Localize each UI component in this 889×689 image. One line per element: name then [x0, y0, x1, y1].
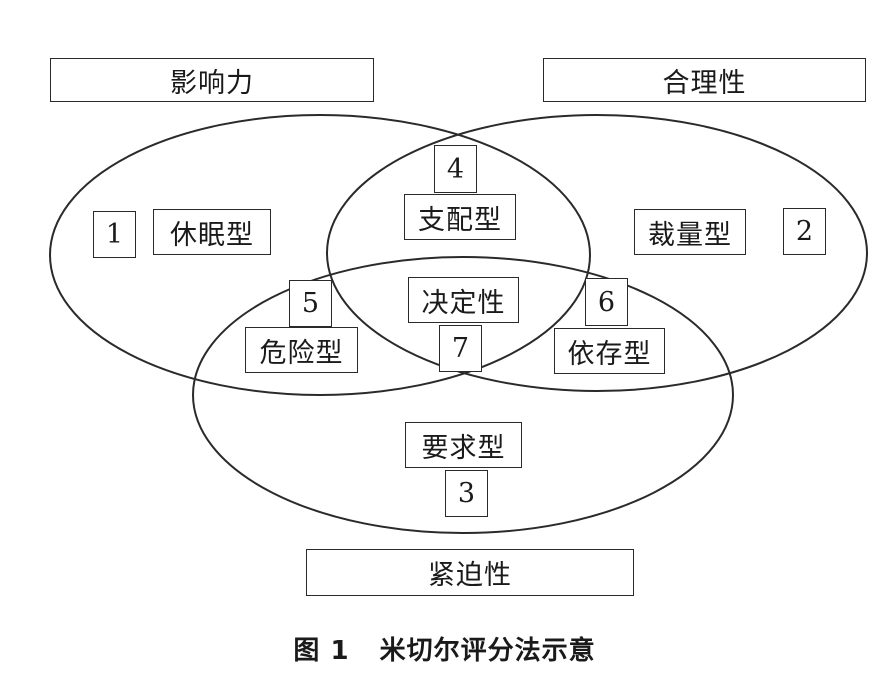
region-7-number: 7	[439, 325, 482, 372]
influence-box: 影响力	[50, 58, 374, 102]
influence-label: 影响力	[170, 67, 254, 99]
region-1-number: 1	[93, 211, 136, 258]
urgency-ellipse	[192, 256, 734, 534]
urgency-box: 紧迫性	[306, 549, 634, 596]
region-2-label: 裁量型	[634, 209, 746, 255]
figure-number: 图 1	[293, 636, 350, 666]
legitimacy-label: 合理性	[662, 67, 747, 99]
figure-title: 米切尔评分法示意	[379, 636, 596, 666]
region-3-label: 要求型	[405, 422, 522, 468]
region-5-label: 危险型	[245, 327, 358, 373]
region-2-number: 2	[783, 208, 826, 255]
region-3-number: 3	[445, 470, 488, 517]
region-6-number: 6	[585, 278, 628, 326]
region-6-label: 依存型	[554, 328, 665, 374]
region-4-number: 4	[434, 145, 477, 193]
legitimacy-ellipse	[326, 114, 868, 392]
influence-ellipse	[49, 114, 591, 396]
region-4-label: 支配型	[404, 194, 516, 240]
urgency-label: 紧迫性	[428, 560, 512, 591]
figure-caption: 图 1 米切尔评分法示意	[0, 630, 889, 667]
region-5-number: 5	[289, 280, 332, 327]
region-1-label: 休眠型	[153, 209, 271, 255]
region-7-label: 决定性	[408, 277, 519, 323]
legitimacy-box: 合理性	[543, 58, 866, 102]
